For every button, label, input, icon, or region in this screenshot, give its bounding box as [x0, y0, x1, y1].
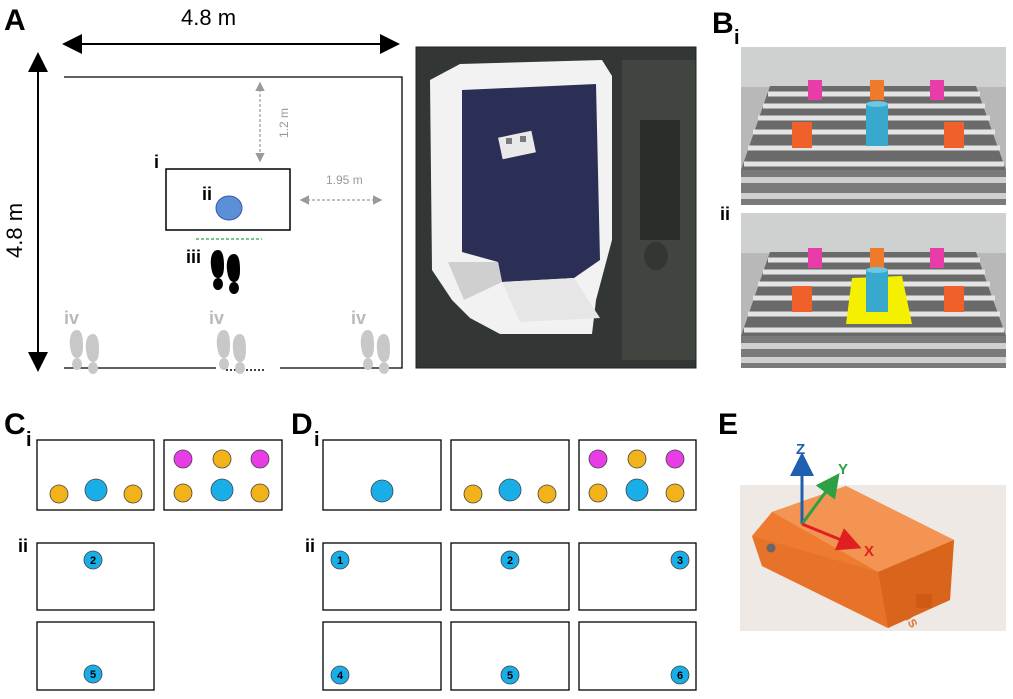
target-object-circle: [215, 195, 243, 221]
start-feet-icon-middle: [217, 330, 246, 374]
position-number-d-1: 1: [337, 555, 343, 567]
feet-label: iii: [186, 247, 201, 267]
x-axis-arrow: [801, 522, 862, 551]
room-height-label: 4.8 m: [2, 203, 27, 258]
position-number-d-2: 2: [507, 555, 513, 567]
table-layout-d-ii-2: [450, 542, 570, 611]
panel-label-d-ii: ii: [305, 536, 315, 556]
table-layout-c-ii-5: [36, 621, 155, 691]
top-distance-label: 1.2 m: [277, 108, 291, 138]
object-label: ii: [202, 184, 212, 204]
position-number-d-3: 3: [677, 555, 683, 567]
x-axis-label: X: [864, 543, 874, 560]
table-layout-d-ii-6: [578, 621, 697, 691]
table-layout-d-i-3: [578, 439, 697, 511]
position-number-d-4: 4: [337, 670, 344, 682]
table-layout-c-i-2: [163, 439, 283, 511]
panel-label-d: D: [291, 408, 313, 441]
z-axis-label: Z: [796, 441, 805, 458]
position-number-c-2: 2: [90, 555, 96, 567]
side-distance-label: 1.95 m: [326, 173, 363, 187]
feet-icon: [211, 250, 240, 294]
table-layout-d-ii-4: [322, 621, 442, 691]
table-layout-d-i-1: [322, 439, 442, 511]
start-label-middle: iv: [209, 308, 224, 328]
panel-label-c: C: [4, 408, 26, 441]
room-outline: [64, 76, 403, 369]
position-number-d-5: 5: [507, 670, 513, 682]
position-number-c-5: 5: [90, 669, 96, 681]
table-label: i: [154, 152, 159, 172]
panel-label-e: E: [718, 408, 738, 441]
table-layout-d-i-2: [450, 439, 570, 511]
table-layout-c-i-1: [36, 439, 155, 511]
table-layout-c-ii-2: [36, 542, 155, 611]
y-axis-arrow: [800, 473, 840, 525]
panel-label-b-ii: ii: [720, 204, 730, 224]
start-label-left: iv: [64, 308, 79, 328]
table-layout-d-ii-1: [322, 542, 442, 611]
panel-label-b-sub: i: [734, 27, 740, 49]
table-layout-d-ii-3: [578, 542, 697, 611]
panel-label-d-sub: i: [314, 429, 320, 451]
start-label-right: iv: [351, 308, 366, 328]
table-photo-bii: [741, 213, 1006, 368]
panel-label-b: B: [712, 7, 734, 40]
table-photo-bi: [741, 47, 1006, 205]
panel-label-c-sub: i: [26, 429, 32, 451]
table-layout-d-ii-5: [450, 621, 570, 691]
y-axis-label: Y: [838, 461, 848, 478]
panel-label-a: A: [4, 4, 26, 37]
overhead-camera-photo: [415, 46, 697, 369]
panel-label-c-ii: ii: [18, 536, 28, 556]
room-width-label: 4.8 m: [181, 5, 236, 30]
position-number-d-6: 6: [677, 670, 683, 682]
